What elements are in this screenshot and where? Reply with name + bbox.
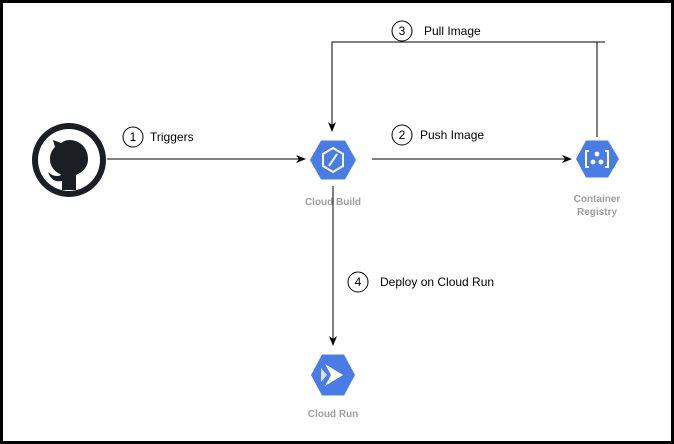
step-1-label: Triggers xyxy=(150,130,194,144)
container-registry-label-line2: Registry xyxy=(577,207,617,218)
step-1-number: 1 xyxy=(130,130,137,144)
step-2-marker: 2 Push Image xyxy=(391,124,484,146)
step-3-number: 3 xyxy=(399,24,406,38)
step-3-label: Pull Image xyxy=(424,24,481,38)
edge-pull-image xyxy=(332,41,605,137)
step-2-circle xyxy=(391,124,413,146)
step-4-number: 4 xyxy=(355,275,362,289)
github-icon xyxy=(32,123,106,197)
github-node xyxy=(32,123,106,197)
cloud-run-label: Cloud Run xyxy=(308,409,359,420)
cloud-run-icon xyxy=(311,354,355,396)
step-4-marker: 4 Deploy on Cloud Run xyxy=(347,271,494,293)
container-registry-label-line1: Container xyxy=(574,194,621,205)
cloud-run-node: Cloud Run xyxy=(308,354,359,420)
step-1-circle xyxy=(122,126,144,148)
cloud-build-label: Cloud Build xyxy=(305,197,361,208)
step-2-label: Push Image xyxy=(420,128,484,142)
step-1-marker: 1 Triggers xyxy=(122,126,194,148)
cloud-build-icon xyxy=(310,140,356,180)
step-4-label: Deploy on Cloud Run xyxy=(380,275,494,289)
container-registry-icon xyxy=(576,140,619,178)
step-3-marker: 3 Pull Image xyxy=(391,20,481,42)
step-3-circle xyxy=(391,20,413,42)
step-4-circle xyxy=(347,271,369,293)
container-registry-node: Container Registry xyxy=(574,140,621,218)
step-2-number: 2 xyxy=(399,128,406,142)
cloud-build-node: Cloud Build xyxy=(305,140,361,208)
